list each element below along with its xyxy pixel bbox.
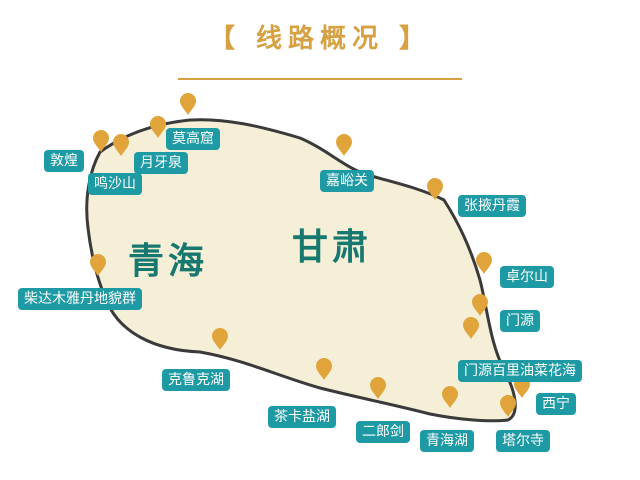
map-pin-icon[interactable] xyxy=(316,358,332,380)
map-pin-icon[interactable] xyxy=(93,130,109,152)
stop-label-taersi[interactable]: 塔尔寺 xyxy=(496,430,550,452)
stop-label-mingshashan[interactable]: 鸣沙山 xyxy=(88,173,142,195)
map-pin-icon[interactable] xyxy=(463,317,479,339)
region-label-gansu: 甘肃 xyxy=(292,226,373,268)
stop-label-erlangjian[interactable]: 二郎剑 xyxy=(356,421,410,443)
map-pin-icon[interactable] xyxy=(180,93,196,115)
map-pin-icon[interactable] xyxy=(113,134,129,156)
stop-label-menyuan-rapeseed[interactable]: 门源百里油菜花海 xyxy=(458,360,582,382)
title-underline xyxy=(178,78,462,80)
map-pin-icon[interactable] xyxy=(472,294,488,316)
map-pin-icon[interactable] xyxy=(336,134,352,156)
stop-label-qinghaihu[interactable]: 青海湖 xyxy=(420,430,474,452)
stop-label-mogaoku[interactable]: 莫高窟 xyxy=(166,128,220,150)
region-label-qinghai: 青海 xyxy=(128,240,209,282)
map-pin-icon[interactable] xyxy=(427,178,443,200)
page-title: 【 线路概况 】 xyxy=(208,24,432,54)
stop-label-yueyaquan[interactable]: 月牙泉 xyxy=(134,152,188,174)
stop-label-jiayuguan[interactable]: 嘉峪关 xyxy=(320,170,374,192)
stop-label-chaka[interactable]: 茶卡盐湖 xyxy=(268,406,336,428)
stop-label-xining[interactable]: 西宁 xyxy=(536,393,576,415)
map-pin-icon[interactable] xyxy=(500,395,516,417)
map-pin-icon[interactable] xyxy=(90,254,106,276)
stop-label-chaidamu[interactable]: 柴达木雅丹地貌群 xyxy=(18,288,142,310)
map-pin-icon[interactable] xyxy=(370,377,386,399)
stop-label-dunhuang[interactable]: 敦煌 xyxy=(44,150,84,172)
map-pin-icon[interactable] xyxy=(150,116,166,138)
region-outline xyxy=(85,118,517,423)
map-pin-icon[interactable] xyxy=(476,252,492,274)
map-pin-icon[interactable] xyxy=(442,386,458,408)
map-pin-icon[interactable] xyxy=(212,328,228,350)
stop-label-menyuan[interactable]: 门源 xyxy=(500,310,540,332)
stop-label-zhuoershan[interactable]: 卓尔山 xyxy=(500,266,554,288)
stop-label-keluke[interactable]: 克鲁克湖 xyxy=(162,369,230,391)
stop-label-zhangye-danxia[interactable]: 张掖丹霞 xyxy=(458,195,526,217)
